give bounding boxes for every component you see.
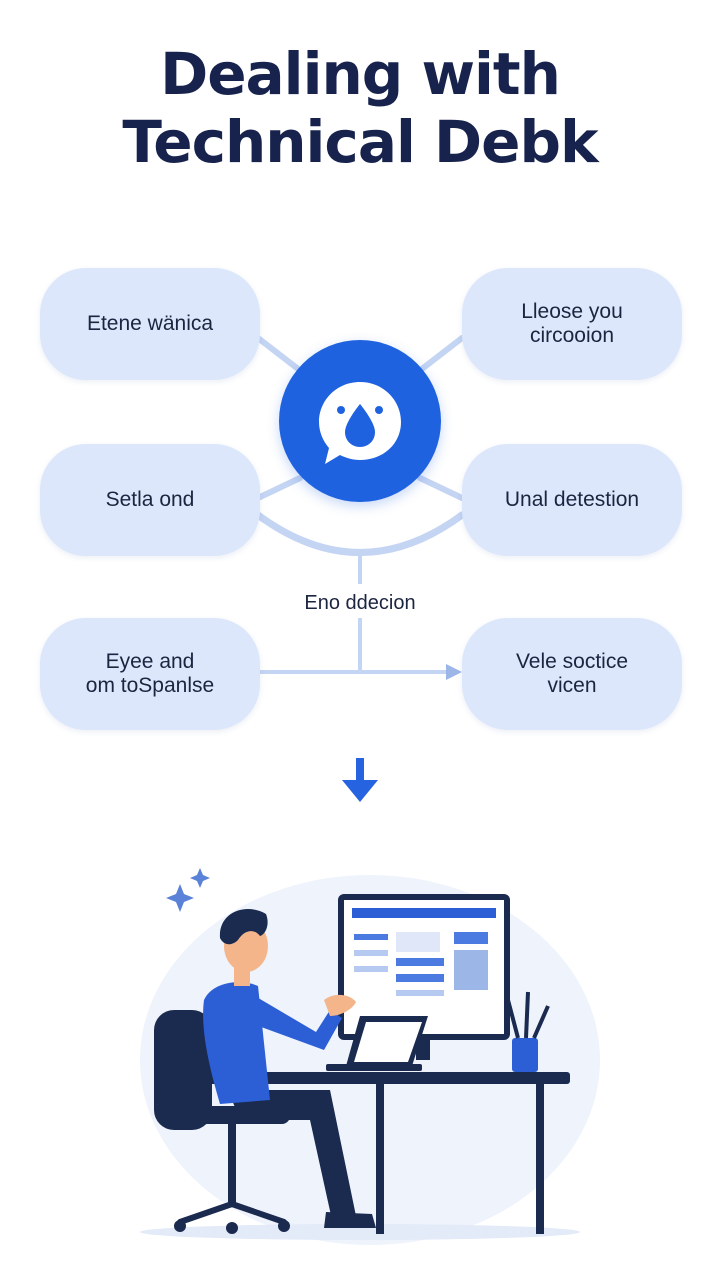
node-mid-left: Setla ond [40,444,260,556]
page-title: Dealing with Technical Debk [0,40,720,176]
node-mid-right: Unal detestion [462,444,682,556]
chat-drop-icon [319,382,401,464]
process-diagram: Etene wänica Lleose you circooion Setla … [40,268,682,802]
hub-circle [279,340,441,502]
node-top-left: Etene wänica [40,268,260,380]
sparkle-icon-small [190,868,210,888]
person-at-desk-illustration [120,850,600,1250]
node-top-left-text: Etene wänica [86,312,214,335]
node-bottom-right-text-1: Vele soctice [515,650,629,673]
center-label: Eno ddecion [304,592,416,614]
node-bottom-left-text-1: Eyee and [105,650,195,673]
title-line-1: Dealing with [160,40,561,108]
node-bottom-left-text-2: om toSpanlse [85,674,215,697]
title-line-2: Technical Debk [122,108,598,176]
node-bottom-left: Eyee and om toSpanlse [40,618,260,730]
sparkle-icon [166,884,194,912]
connector-lines [254,335,466,680]
node-mid-left-text: Setla ond [105,488,195,511]
node-top-right: Lleose you circooion [462,268,682,380]
node-top-right-text-1: Lleose you [521,300,623,323]
node-bottom-right-text-2: vicen [547,674,597,697]
node-top-right-text-2: circooion [529,324,615,347]
node-bottom-right: Vele soctice vicen [462,618,682,730]
node-mid-right-text: Unal detestion [504,488,640,511]
arrow-down-icon [342,758,378,802]
